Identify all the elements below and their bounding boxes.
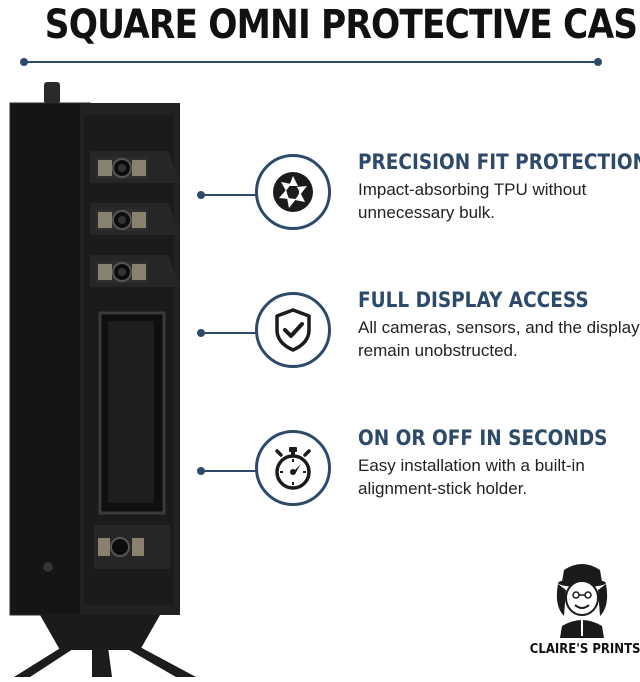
aperture-icon <box>255 154 331 230</box>
brand-name: CLAIRE'S PRINTS <box>529 642 640 657</box>
feature-title: FULL DISPLAY ACCESS <box>358 288 589 312</box>
feature-title: PRECISION FIT PROTECTION <box>358 150 640 174</box>
brand-logo: CLAIRE'S PRINTS <box>524 560 640 670</box>
connector-line <box>197 191 256 199</box>
page-title: SQUARE OMNI PROTECTIVE CASE <box>44 2 640 48</box>
feature-description: All cameras, sensors, and the display re… <box>358 318 640 360</box>
feature-full-display-access: FULL DISPLAY ACCESS All cameras, sensors… <box>197 288 640 378</box>
title-divider <box>20 58 602 66</box>
feature-description: Impact-absorbing TPU without unnecessary… <box>358 180 587 222</box>
connector-line <box>197 467 256 475</box>
portrait-icon <box>556 564 608 638</box>
feature-title: ON OR OFF IN SECONDS <box>358 426 608 450</box>
connector-line <box>197 329 256 337</box>
feature-precision-fit: PRECISION FIT PROTECTION Impact-absorbin… <box>197 150 640 240</box>
product-image <box>0 75 200 677</box>
shield-check-icon <box>255 292 331 368</box>
stopwatch-icon <box>255 430 331 506</box>
feature-description: Easy installation with a built-in alignm… <box>358 456 585 498</box>
feature-on-off-seconds: ON OR OFF IN SECONDS Easy installation w… <box>197 426 640 516</box>
